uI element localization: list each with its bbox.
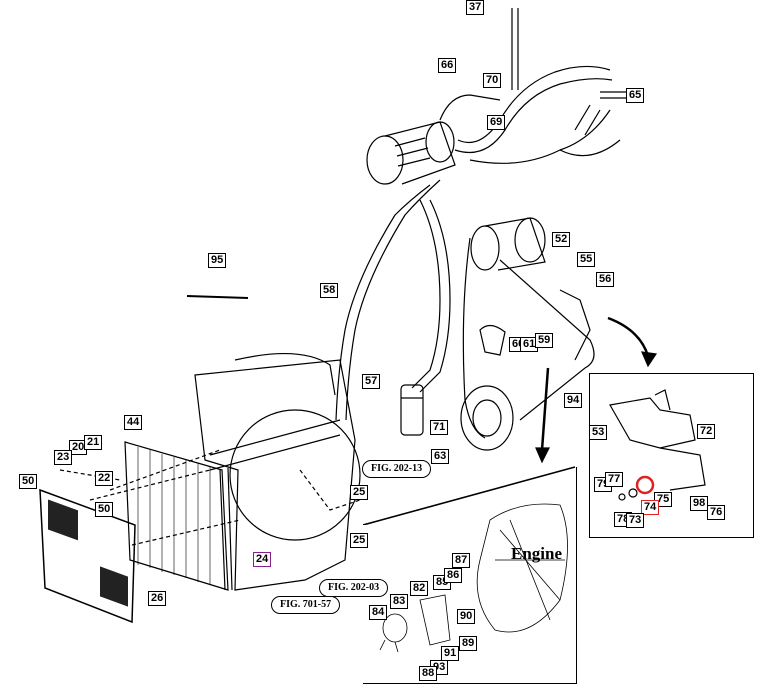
callout-50-a[interactable]: 50 [19,474,38,489]
callout-24[interactable]: 24 [253,552,272,567]
callout-21[interactable]: 21 [84,435,103,450]
engine-label: Engine [511,544,563,563]
callout-69[interactable]: 69 [487,115,506,130]
callout-87[interactable]: 87 [452,553,471,568]
engine-inset-diagonal [363,466,576,525]
callout-77[interactable]: 77 [605,472,624,487]
hose-37 [511,8,519,90]
callout-95[interactable]: 95 [208,253,227,268]
callout-90[interactable]: 90 [457,609,476,624]
receiver-dryer [400,384,424,436]
callout-37[interactable]: 37 [466,0,485,15]
callout-55[interactable]: 55 [577,252,596,267]
fig-ref-701-57[interactable]: FIG. 701-57 [271,596,341,614]
callout-73[interactable]: 73 [626,513,645,528]
callout-22[interactable]: 22 [95,471,114,486]
callout-50-b[interactable]: 50 [95,502,114,517]
callout-88[interactable]: 88 [419,666,438,681]
callout-23[interactable]: 23 [54,450,73,465]
callout-65[interactable]: 65 [626,88,645,103]
bracket-detail-inset [589,373,754,538]
callout-74[interactable]: 74 [641,500,660,515]
callout-56[interactable]: 56 [596,272,615,287]
condenser [124,352,361,591]
callout-86[interactable]: 86 [444,568,463,583]
callout-44[interactable]: 44 [124,415,143,430]
callout-71[interactable]: 71 [430,420,449,435]
callout-98[interactable]: 98 [690,496,709,511]
callout-83[interactable]: 83 [390,594,409,609]
callout-94[interactable]: 94 [564,393,583,408]
callout-57[interactable]: 57 [362,374,381,389]
fig-ref-202-13[interactable]: FIG. 202-13 [362,460,432,478]
callout-59[interactable]: 59 [535,333,554,348]
callout-52[interactable]: 52 [552,232,571,247]
callout-82[interactable]: 82 [410,581,429,596]
bracket-assembly [609,389,706,501]
callout-66[interactable]: 66 [438,58,457,73]
engine-detail-inset [363,467,577,684]
grille [39,488,136,624]
belt-drive [460,217,595,451]
callout-72[interactable]: 72 [697,424,716,439]
callout-75[interactable]: 75 [654,492,673,507]
engine-assembly [379,503,568,653]
callout-25-a[interactable]: 25 [350,485,369,500]
callout-84[interactable]: 84 [369,605,388,620]
callout-58[interactable]: 58 [320,283,339,298]
fig-ref-202-03[interactable]: FIG. 202-03 [319,579,389,597]
callout-26[interactable]: 26 [148,591,167,606]
callout-91[interactable]: 91 [441,646,460,661]
callout-76[interactable]: 76 [707,505,726,520]
callout-70[interactable]: 70 [483,73,502,88]
callout-89[interactable]: 89 [459,636,478,651]
cable-tie [186,295,249,299]
compressor-top [335,65,640,421]
callout-25-b[interactable]: 25 [350,533,369,548]
callout-53[interactable]: 53 [589,425,608,440]
callout-63[interactable]: 63 [431,449,450,464]
